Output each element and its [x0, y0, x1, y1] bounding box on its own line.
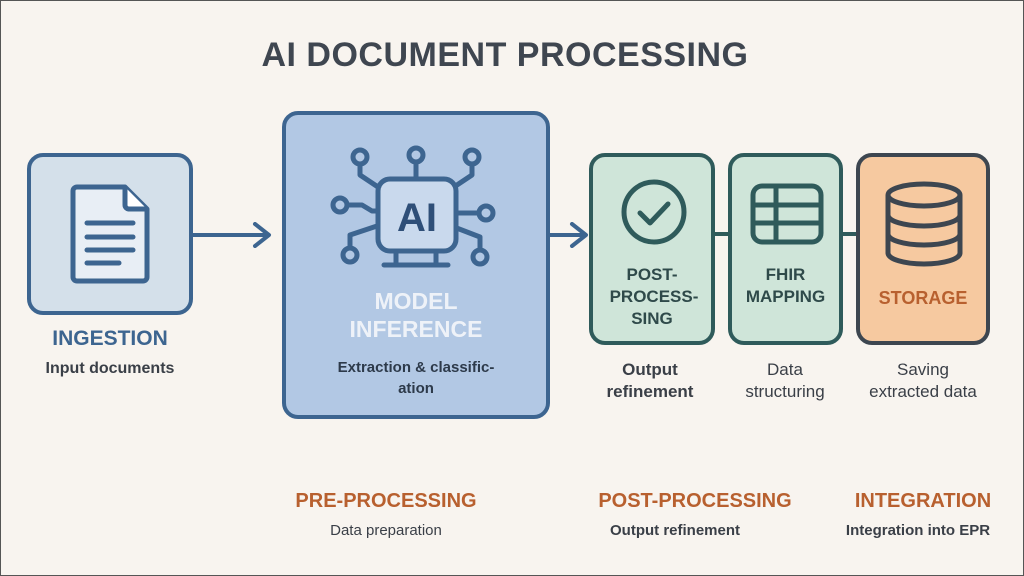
fhir-mapping-box: FHIR MAPPING [728, 153, 843, 345]
checkmark-circle-icon [621, 179, 687, 245]
post-processing-label-line2: PROCESS- [609, 287, 699, 306]
phase-post-processing-desc: Output refinement [610, 522, 740, 539]
phase-integration-label: INTEGRATION [854, 490, 992, 512]
storage-label: STORAGE [878, 288, 968, 308]
storage-box: STORAGE [856, 153, 990, 345]
ai-chip-icon: AI [330, 145, 496, 268]
post-processing-desc-line1: Output [622, 360, 678, 379]
arrow-right-icon [193, 222, 271, 248]
model-inference-label-line1: MODEL [374, 288, 458, 314]
model-inference-label-line2: INFERENCE [349, 316, 483, 342]
ingestion-desc: Input documents [45, 360, 175, 377]
model-inference-box: AI MODEL INFERENCE Extraction & classifi… [282, 111, 550, 419]
connector-line [843, 232, 856, 236]
post-processing-label-line3: SING [631, 309, 673, 328]
post-processing-box: POST- PROCESS- SING [589, 153, 715, 345]
phase-post-processing-label: POST-PROCESSING [598, 490, 792, 512]
ingestion-label: INGESTION [52, 327, 168, 350]
connector-line [715, 232, 728, 236]
fhir-mapping-desc-line2: structuring [745, 382, 825, 401]
storage-desc-line2: extracted data [869, 382, 977, 401]
database-icon [885, 181, 963, 267]
model-inference-desc-line1: Extraction & classific- [337, 359, 495, 376]
post-processing-desc-line2: refinement [606, 382, 694, 401]
arrow-right-icon [550, 222, 588, 248]
document-icon [70, 184, 150, 284]
fhir-mapping-label-line1: FHIR [765, 265, 806, 284]
model-inference-desc-line2: ation [398, 380, 434, 397]
fhir-mapping-label-line2: MAPPING [745, 287, 826, 306]
diagram-title: AI DOCUMENT PROCESSING [261, 36, 749, 74]
ai-chip-text: AI [397, 196, 437, 240]
phase-pre-processing-label: PRE-PROCESSING [295, 490, 477, 512]
ingestion-box [27, 153, 193, 315]
post-processing-label-line1: POST- [626, 265, 678, 284]
fhir-mapping-desc-line1: Data [767, 360, 803, 379]
storage-desc-line1: Saving [897, 360, 949, 379]
phase-integration-desc: Integration into EPR [845, 522, 991, 539]
phase-pre-processing-desc: Data preparation [330, 522, 442, 539]
table-icon [750, 183, 824, 245]
